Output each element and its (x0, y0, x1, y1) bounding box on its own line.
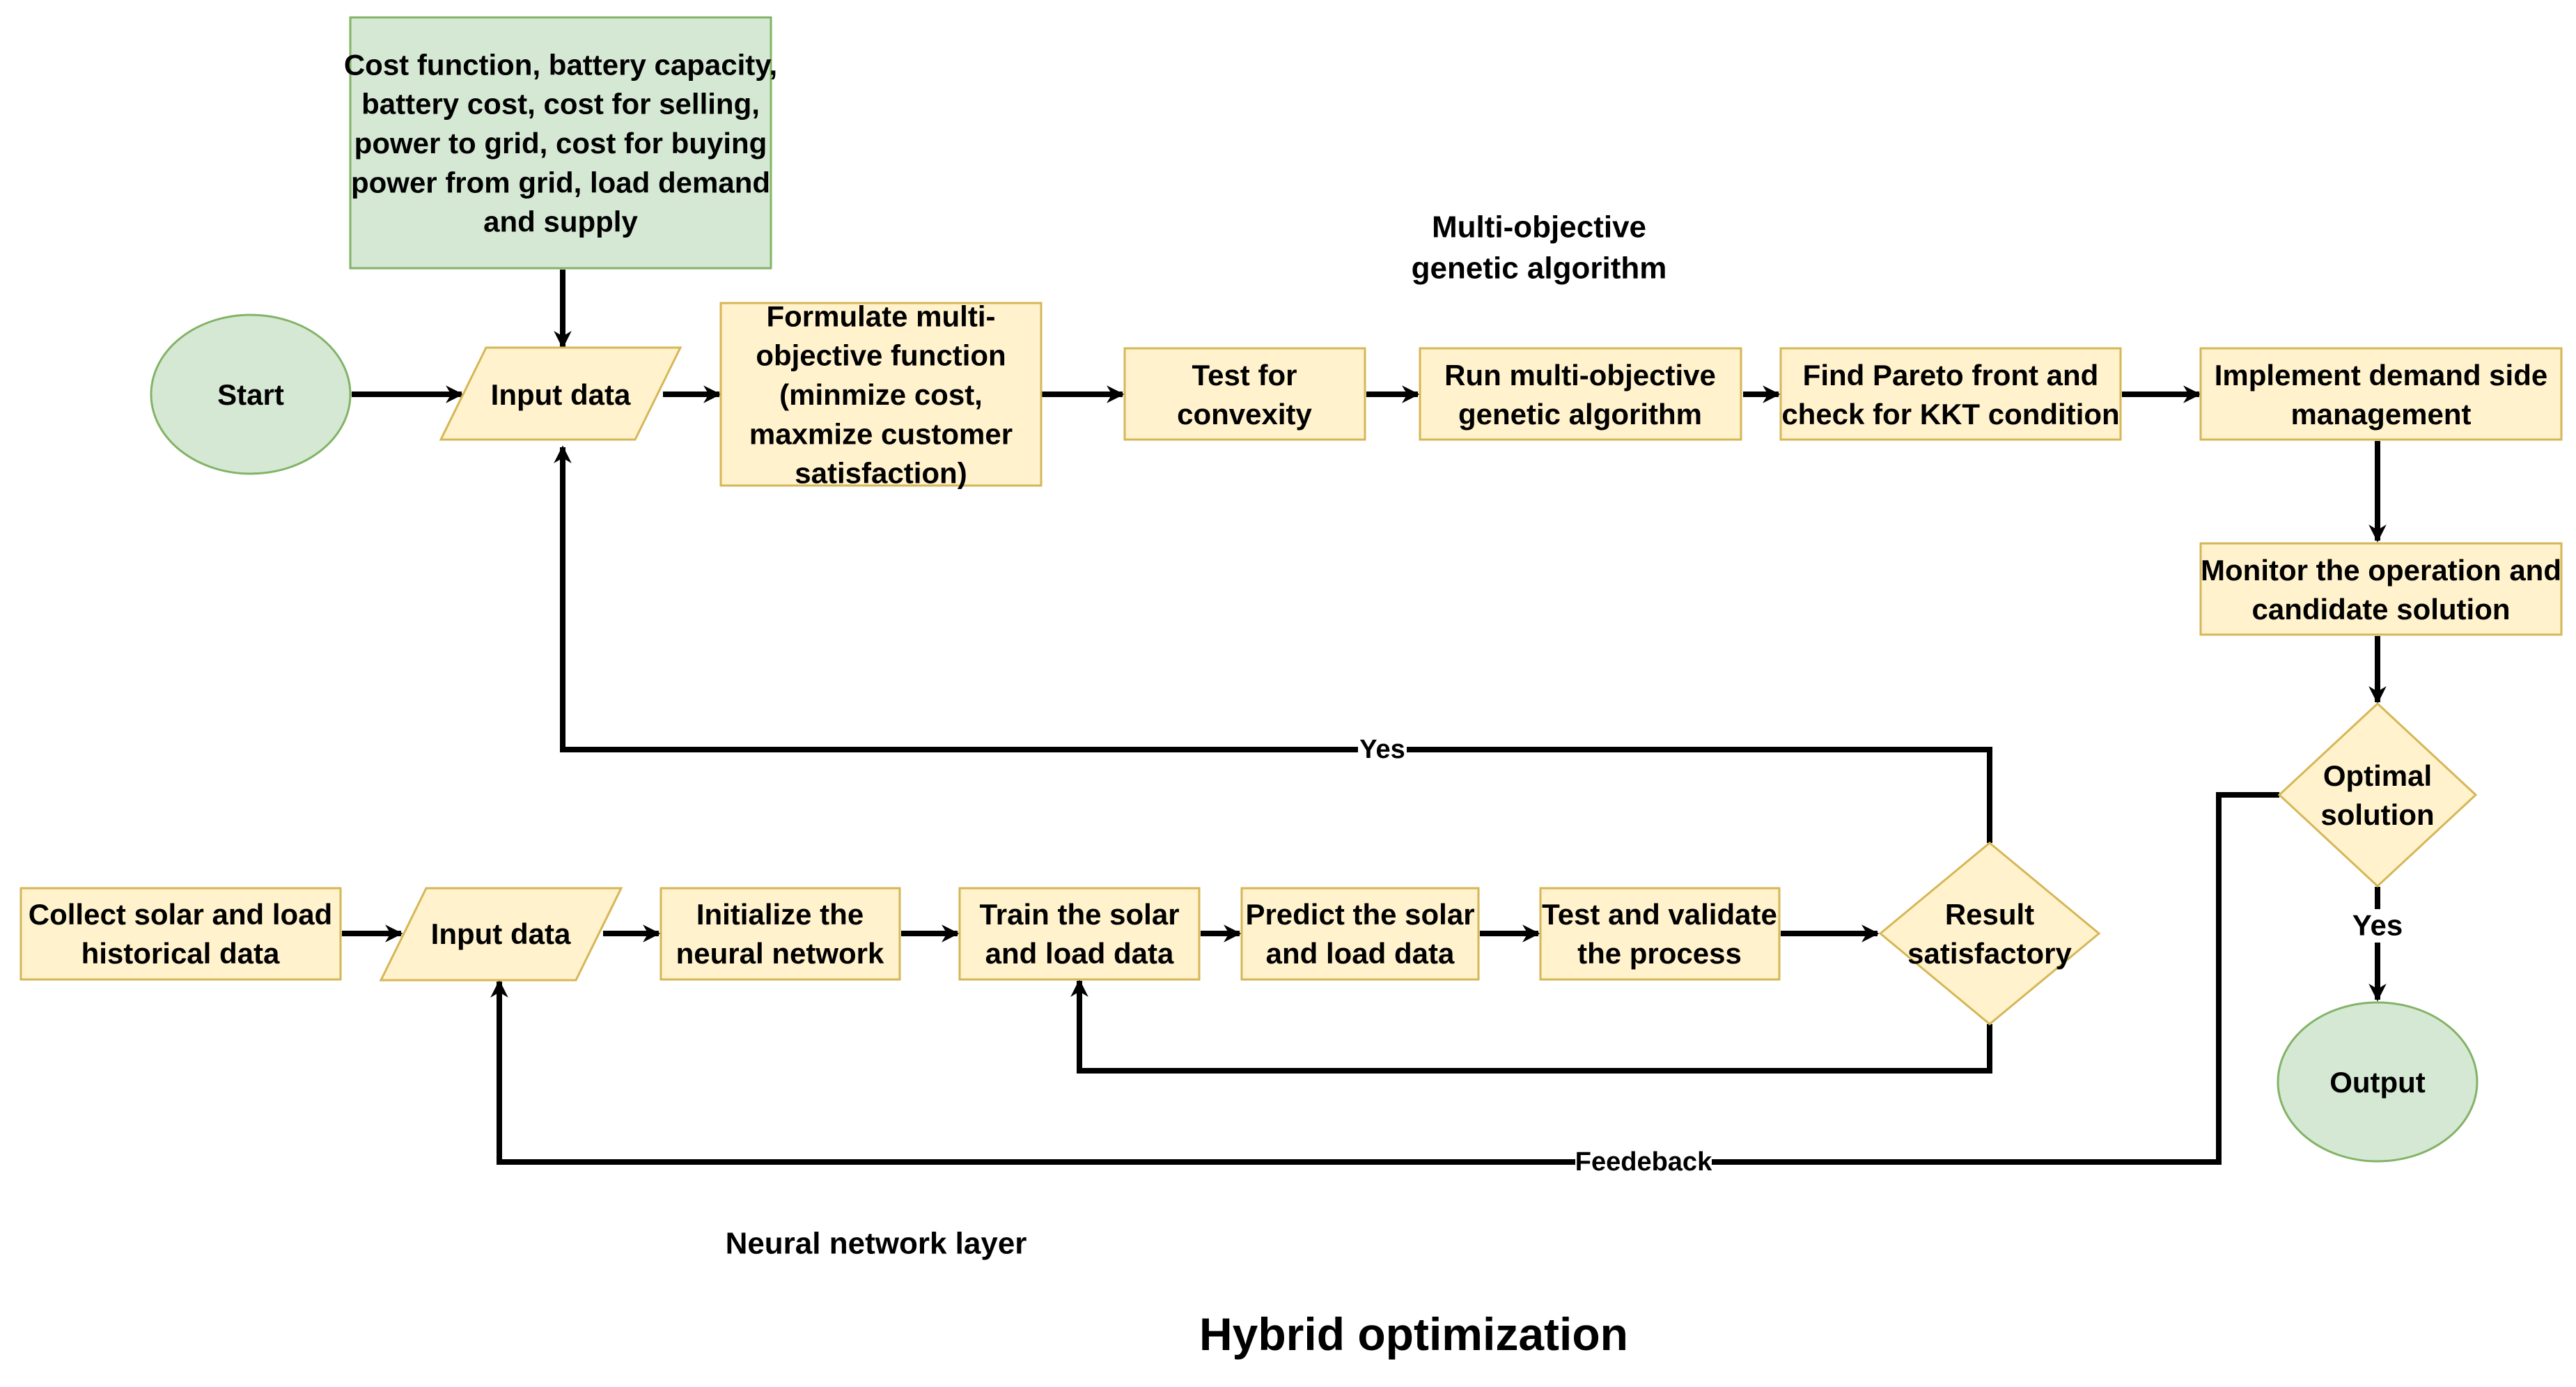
result-node-text: Result satisfactory (1907, 897, 2072, 969)
text-line: Monitor the operation and (2201, 553, 2561, 586)
init-nn-node-text: Initialize the neural network (676, 897, 884, 969)
text-line: Output (2329, 1066, 2426, 1099)
start-node-text: Start (217, 378, 284, 411)
input-data-bottom-node: Input data (379, 887, 623, 982)
dsm-node: Implement demand side management (2199, 347, 2563, 441)
text-line: (minmize cost, (779, 378, 983, 411)
validate-node: Test and validate the process (1539, 887, 1781, 981)
text-line: power from grid, load demand (351, 166, 770, 199)
text-line: maxmize customer (749, 417, 1013, 450)
optimal-solution-node: Optimal solution (2277, 702, 2478, 888)
monitor-node: Monitor the operation and candidate solut… (2199, 542, 2563, 636)
text-line: Input data (491, 378, 631, 411)
text-line: convexity (1177, 398, 1312, 431)
params-box-text: Cost function, battery capacity, battery … (344, 48, 777, 238)
text-line: and load data (985, 937, 1174, 970)
text-line: Initialize the (696, 897, 864, 930)
init-nn-node: Initialize the neural network (659, 887, 901, 981)
text-line: and load data (1266, 937, 1455, 970)
text-line: objective function (756, 339, 1006, 371)
text-line: the process (1577, 937, 1742, 970)
input-data-bottom-text: Input data (431, 917, 571, 950)
dsm-node-text: Implement demand side management (2215, 358, 2547, 430)
text-line: Find Pareto front and (1803, 358, 2099, 391)
text-line: candidate solution (2251, 593, 2510, 626)
convexity-node: Test for convexity (1123, 347, 1366, 441)
text-line: genetic algorithm (1412, 251, 1667, 285)
text-line: Formulate multi- (766, 300, 995, 332)
validate-node-text: Test and validate the process (1542, 897, 1777, 969)
collect-node-text: Collect solar and load historical data (29, 897, 332, 969)
text-line: power to grid, cost for buying (354, 127, 767, 160)
optimal-solution-text: Optimal solution (2320, 759, 2434, 830)
text-line: Test and validate (1542, 897, 1777, 930)
text-line: Result (1945, 897, 2034, 930)
text-line: Implement demand side (2215, 358, 2547, 391)
edge-result-retrain (1070, 979, 1992, 1074)
text-line: Cost function, battery capacity, (344, 48, 777, 81)
formulate-node-text: Formulate multi-objective function (minmi… (749, 300, 1013, 489)
start-node: Start (150, 313, 352, 475)
pareto-node-text: Find Pareto front and check for KKT condi… (1781, 358, 2119, 430)
run-moga-node-text: Run multi-objective genetic algorithm (1444, 358, 1716, 430)
edge-labels: Yes Yes Feedeback (1358, 735, 2407, 1177)
text-line: management (2290, 398, 2471, 431)
text-line: Test for (1192, 358, 1297, 391)
collect-node: Collect solar and load historical data (19, 887, 342, 981)
text-line: solution (2320, 798, 2434, 831)
formulate-node: Formulate multi-objective function (minmi… (719, 300, 1043, 489)
edges (342, 270, 2387, 1165)
text-line: historical data (81, 937, 280, 970)
result-node: Result satisfactory (1878, 842, 2101, 1025)
diagram-title: Hybrid optimization (1199, 1308, 1628, 1360)
monitor-node-text: Monitor the operation and candidate solut… (2201, 553, 2561, 625)
text-line: Run multi-objective (1444, 358, 1716, 391)
pareto-node: Find Pareto front and check for KKT condi… (1779, 347, 2122, 441)
text-line: and supply (483, 205, 638, 238)
text-line: satisfaction) (795, 456, 967, 489)
params-box: Cost function, battery capacity, battery … (344, 16, 777, 270)
convexity-node-text: Test for convexity (1177, 358, 1312, 430)
text-line: battery cost, cost for selling, (361, 87, 760, 120)
text-line: Collect solar and load (29, 897, 332, 930)
text-line: Predict the solar (1245, 897, 1474, 930)
text-line: Multi-objective (1432, 210, 1646, 244)
predict-node-text: Predict the solar and load data (1245, 897, 1474, 969)
text-line: satisfactory (1907, 937, 2072, 970)
run-moga-node: Run multi-objective genetic algorithm (1419, 347, 1742, 441)
nn-section-label: Neural network layer (726, 1227, 1027, 1261)
text-line: check for KKT condition (1781, 398, 2119, 431)
edge-optimal-feedback (490, 792, 2279, 1165)
input-data-top-node: Input data (439, 346, 682, 441)
text-line: genetic algorithm (1458, 398, 1702, 431)
input-data-top-text: Input data (491, 378, 631, 411)
moga-section-label: Multi-objective genetic algorithm (1412, 210, 1667, 285)
text-line: Start (217, 378, 284, 411)
edge-label-result-yes: Yes (1359, 735, 1405, 764)
output-node-text: Output (2329, 1066, 2426, 1099)
text-line: Input data (431, 917, 571, 950)
output-node: Output (2277, 1001, 2479, 1163)
text-line: Train the solar (979, 897, 1179, 930)
edge-result-yes-to-input (554, 445, 1992, 843)
edge-label-feedback: Feedeback (1575, 1147, 1712, 1177)
text-line: Optimal (2323, 759, 2432, 791)
edge-label-optimal-yes: Yes (2352, 909, 2403, 942)
train-node: Train the solar and load data (958, 887, 1201, 981)
train-node-text: Train the solar and load data (979, 897, 1179, 969)
predict-node: Predict the solar and load data (1240, 887, 1480, 981)
text-line: neural network (676, 937, 884, 970)
